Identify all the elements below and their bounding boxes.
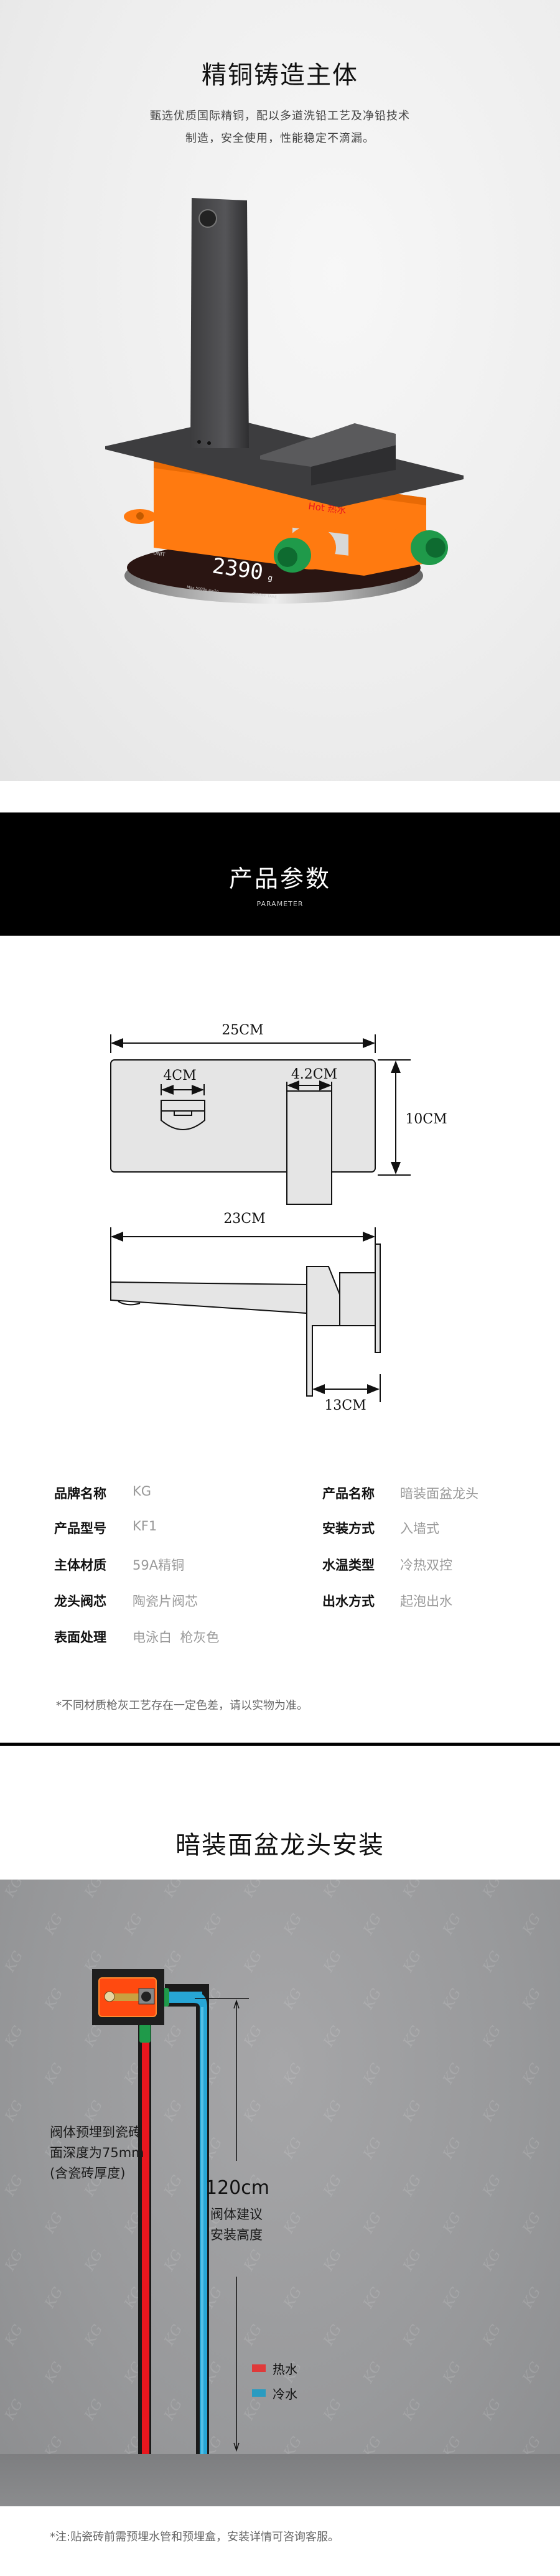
- parameter-banner: 产品参数 PARAMETER: [0, 812, 560, 936]
- side-spout: [110, 1281, 307, 1314]
- cold-pipe-vertical: [193, 1992, 207, 2454]
- side-lever: [306, 1266, 340, 1397]
- height-note: 阀体建议 安装高度: [205, 2204, 268, 2246]
- pipe-layout: [92, 1969, 249, 2454]
- dim-overall-width: 25CM: [222, 1023, 263, 1038]
- spec-label: 出水方式: [322, 1594, 375, 1609]
- height-note-line: 安装高度: [210, 2227, 263, 2242]
- spec-value: KG: [133, 1484, 152, 1499]
- parameter-title: 产品参数: [228, 865, 331, 892]
- depth-note: 阀体预埋到瓷砖 面深度为75mm (含瓷砖厚度): [50, 2122, 144, 2184]
- spec-value: 59A精铜: [133, 1558, 185, 1573]
- floor: [0, 2454, 560, 2506]
- spec-label: 产品型号: [54, 1521, 106, 1536]
- legend-label: 热水: [273, 2361, 297, 2377]
- dim-plate-height: 10CM: [405, 1112, 447, 1127]
- dim-handle-width: 4CM: [163, 1068, 196, 1084]
- color-difference-note: *不同材质枪灰工艺存在一定色差，请以实物为准。: [56, 1699, 308, 1712]
- dim-lever-width: 4.2CM: [291, 1067, 337, 1082]
- hero-subtitle-line-2: 制造，安全使用，性能稳定不滴漏。: [185, 132, 375, 145]
- parameter-subtitle: PARAMETER: [256, 900, 304, 908]
- dim-spout-length: 23CM: [223, 1211, 265, 1227]
- hero-title: 精铜铸造主体: [202, 61, 358, 90]
- spec-label: 主体材质: [54, 1558, 106, 1573]
- side-body: [339, 1272, 376, 1326]
- scale-unit-button: UNIT: [153, 550, 166, 558]
- spec-value: 电泳白 枪灰色: [133, 1630, 220, 1645]
- pipe-legend: 热水 冷水: [252, 2359, 297, 2402]
- spec-label: 品牌名称: [54, 1486, 106, 1501]
- legend-item-hot: 热水: [252, 2359, 297, 2377]
- spec-label: 产品名称: [322, 1486, 375, 1501]
- side-wall-plate: [375, 1244, 381, 1353]
- spec-value: 陶瓷片阀芯: [133, 1594, 198, 1609]
- depth-note-line: 阀体预埋到瓷砖: [50, 2125, 141, 2140]
- spout: [190, 198, 249, 448]
- section-divider: [0, 1743, 560, 1746]
- dim-lever-depth: 13CM: [324, 1398, 366, 1413]
- depth-note-line: 面深度为75mm: [50, 2145, 144, 2160]
- legend-item-cold: 冷水: [252, 2384, 297, 2402]
- spec-value: 入墙式: [400, 1521, 439, 1536]
- height-note-line: 阀体建议: [210, 2207, 263, 2222]
- hot-pipe-fitting: [139, 2024, 151, 2043]
- aerator: [198, 209, 217, 228]
- spec-label: 水温类型: [322, 1558, 375, 1573]
- spec-value: 暗装面盆龙头: [400, 1486, 478, 1501]
- product-image: 2390 g UNIT Max.5000g e=1g ON/OFF TARE H…: [105, 198, 464, 604]
- lever-handle: [260, 423, 396, 467]
- installation-footnote: *注:贴瓷砖前需预埋水管和预埋盒，安装详情可咨询客服。: [50, 2531, 340, 2544]
- spec-label: 安装方式: [322, 1521, 375, 1536]
- spec-value: KF1: [133, 1519, 157, 1534]
- spec-label: 龙头阀芯: [54, 1594, 106, 1609]
- hot-pipe: [142, 2035, 149, 2454]
- spec-label: 表面处理: [54, 1630, 106, 1645]
- cold-inlet-fitting: [391, 523, 448, 565]
- depth-note-line: (含瓷砖厚度): [50, 2166, 126, 2181]
- hot-inlet-fitting: [274, 526, 336, 573]
- hot-water-swatch: [252, 2364, 266, 2372]
- scale-unit: g: [268, 573, 273, 583]
- hero-subtitle-line-1: 甄选优质国际精铜，配以多道洗铅工艺及净铅技术: [150, 110, 410, 123]
- cold-water-swatch: [252, 2389, 266, 2397]
- legend-label: 冷水: [273, 2386, 297, 2402]
- hero-section: 精铜铸造主体 甄选优质国际精铜，配以多道洗铅工艺及净铅技术 制造，安全使用，性能…: [0, 0, 560, 781]
- spec-value: 起泡出水: [400, 1594, 452, 1609]
- height-value: 120cm: [205, 2177, 269, 2199]
- spec-value: 冷热双控: [400, 1558, 452, 1573]
- dimension-drawing: 25CM 4CM 4.2CM 10CM 23CM 13CM: [110, 1023, 447, 1413]
- installation-title: 暗装面盆龙头安装: [175, 1831, 385, 1860]
- front-lever: [286, 1090, 332, 1205]
